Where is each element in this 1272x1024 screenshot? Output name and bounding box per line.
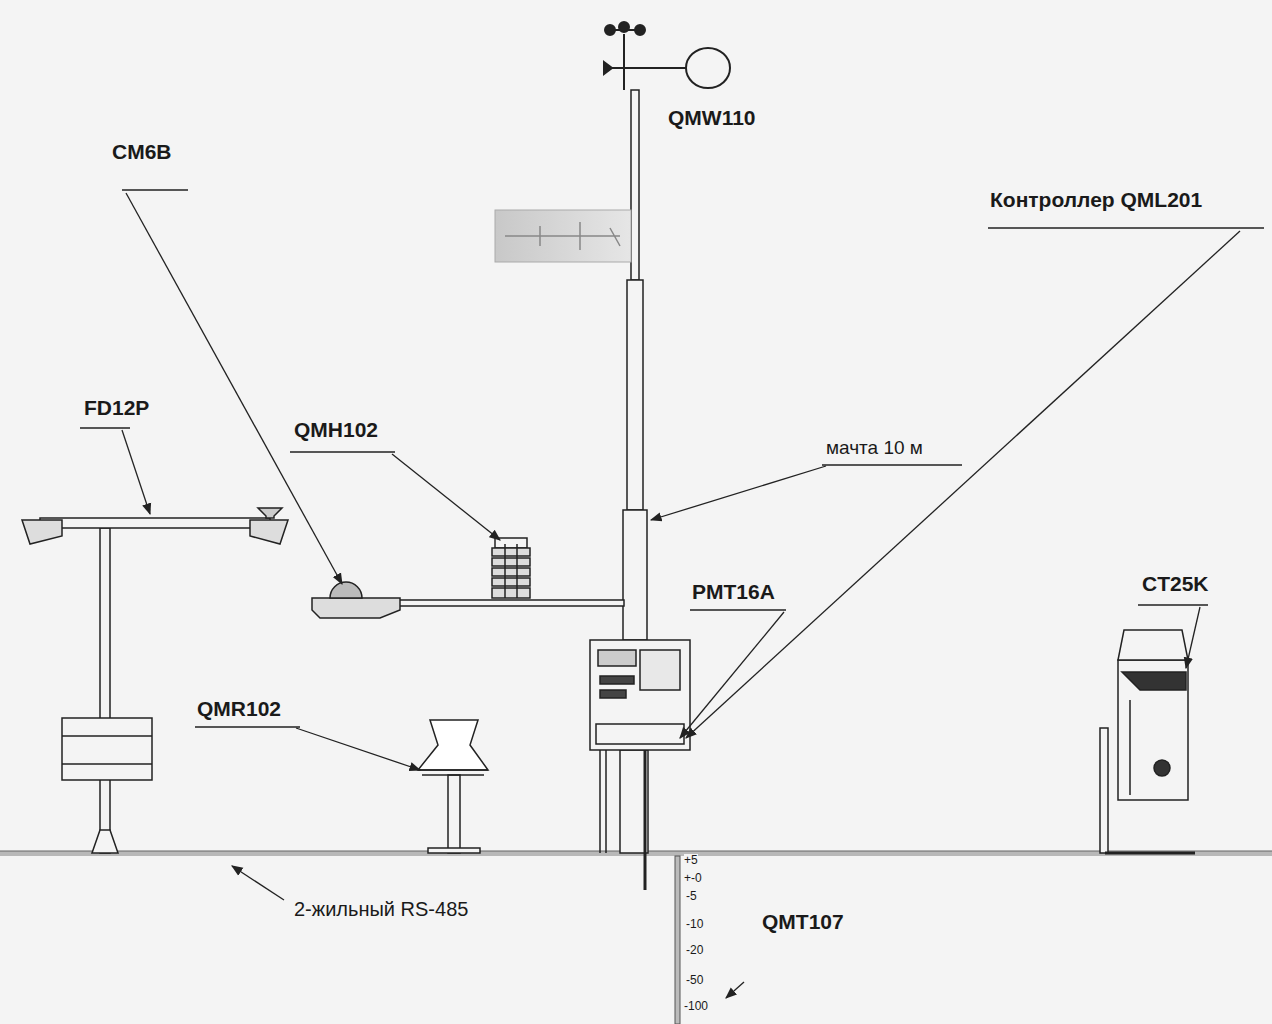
part-name: FD12P xyxy=(84,396,149,419)
part-name: CT25K xyxy=(1142,572,1209,595)
leader-lines xyxy=(80,190,1264,998)
ceilometer xyxy=(1100,630,1195,853)
depth-mark: -20 xyxy=(686,944,703,957)
part-name: CM6B xyxy=(112,140,172,163)
depth-mark: +-0 xyxy=(684,872,702,885)
anemometer xyxy=(604,22,730,90)
visibility-sensor xyxy=(22,508,288,853)
part-name: PMT16A xyxy=(692,580,775,603)
depth-mark: -5 xyxy=(686,890,697,903)
radiation-shield xyxy=(418,720,488,853)
part-name: QMT107 xyxy=(762,910,844,933)
part-name: QMW110 xyxy=(668,106,756,129)
depth-mark: -100 xyxy=(684,1000,708,1013)
part-name: QMH102 xyxy=(294,418,378,441)
part-name: QMR102 xyxy=(197,697,281,720)
depth-mark: +5 xyxy=(684,854,698,867)
soil-temperature-probe xyxy=(675,856,680,1024)
depth-mark: -50 xyxy=(686,974,703,987)
part-name: мачта 10 м xyxy=(826,438,923,459)
sensor-arm xyxy=(312,538,624,618)
depth-mark: -10 xyxy=(686,918,703,931)
sensor-panel xyxy=(495,210,631,262)
cable-note: 2-жильный RS-485 xyxy=(294,898,468,920)
part-name: Контроллер QML201 xyxy=(990,188,1202,211)
controller-cabinet xyxy=(590,640,690,853)
